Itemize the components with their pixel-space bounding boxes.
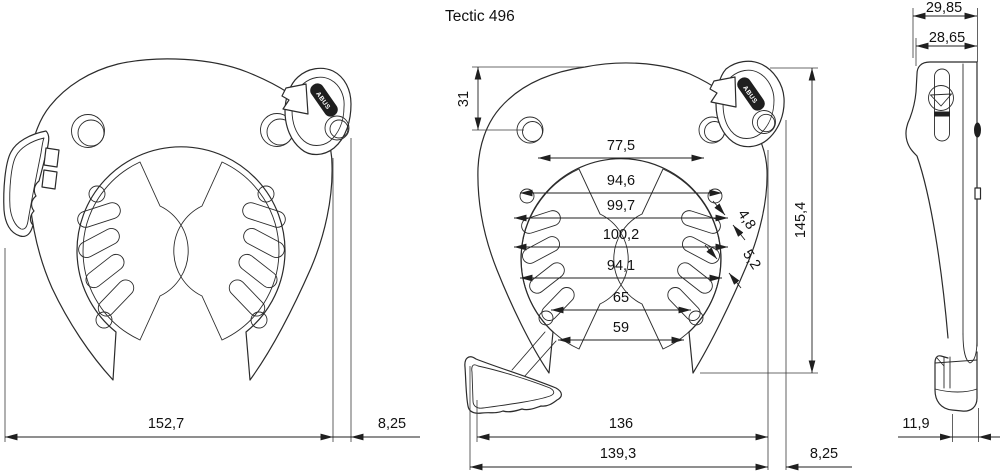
- front-lever-tab: [43, 147, 60, 168]
- dim-slot-width: 4,8: [712, 200, 759, 241]
- dim-front-overall-width: 152,7: [148, 416, 184, 432]
- front-lever-tab: [41, 169, 58, 190]
- dim-mount-offset: 31: [456, 91, 472, 107]
- dim-front-lock-offset: 8,25: [378, 416, 406, 432]
- svg-text:77,5: 77,5: [607, 138, 635, 154]
- svg-text:94,1: 94,1: [607, 258, 635, 274]
- dim-height: 145,4: [793, 202, 809, 238]
- dim-body-width: 136: [609, 416, 633, 432]
- svg-text:4,8: 4,8: [734, 207, 758, 233]
- dim-lock-offset: 8,25: [810, 446, 838, 462]
- front-lever: [3, 130, 60, 238]
- side-latch-pin: [974, 122, 981, 138]
- svg-text:59: 59: [613, 320, 629, 336]
- side-view-dimensions: 29,85 28,65 11,9: [898, 0, 1000, 442]
- dim-depth-body: 28,65: [929, 30, 965, 46]
- side-foot: [934, 351, 978, 412]
- dim-slot-pitch: 5,2: [704, 244, 764, 289]
- front-key-tab: [281, 83, 309, 115]
- svg-text:65: 65: [613, 290, 629, 306]
- dimension-view: ABUS: [464, 60, 785, 414]
- front-view-dimensions: 152,7 8,25: [4, 138, 420, 442]
- side-body-outline: [905, 61, 978, 339]
- dim-lock-housing: ABUS: [709, 60, 785, 148]
- svg-text:99,7: 99,7: [607, 198, 635, 214]
- dimension-view-dimensions: 31 77,5 94,6 99,7 100,2 94,1 65 59 4,8: [456, 66, 852, 471]
- front-vent-plate-right: [173, 161, 286, 341]
- dim-total-width: 139,3: [600, 446, 636, 462]
- dim-lever: [464, 331, 562, 414]
- side-button: [974, 187, 982, 200]
- side-view: [905, 61, 982, 412]
- front-mount-hole-left: [71, 114, 105, 148]
- front-view: ABUS: [3, 58, 352, 381]
- front-vent-plate-left: [77, 161, 189, 341]
- svg-text:94,6: 94,6: [607, 173, 635, 189]
- drawing-title: Tectic 496: [445, 8, 515, 25]
- dim-key-tab: [709, 76, 737, 108]
- dim-depth-total: 29,85: [926, 0, 962, 16]
- front-lock-housing: ABUS: [281, 67, 352, 156]
- svg-text:5,2: 5,2: [739, 247, 763, 273]
- svg-text:100,2: 100,2: [603, 227, 639, 243]
- side-keyhole: [928, 68, 954, 142]
- dim-inner-width-rows: 77,5 94,6 99,7 100,2 94,1 65 59: [514, 138, 728, 344]
- dim-foot-width: 11,9: [902, 416, 929, 432]
